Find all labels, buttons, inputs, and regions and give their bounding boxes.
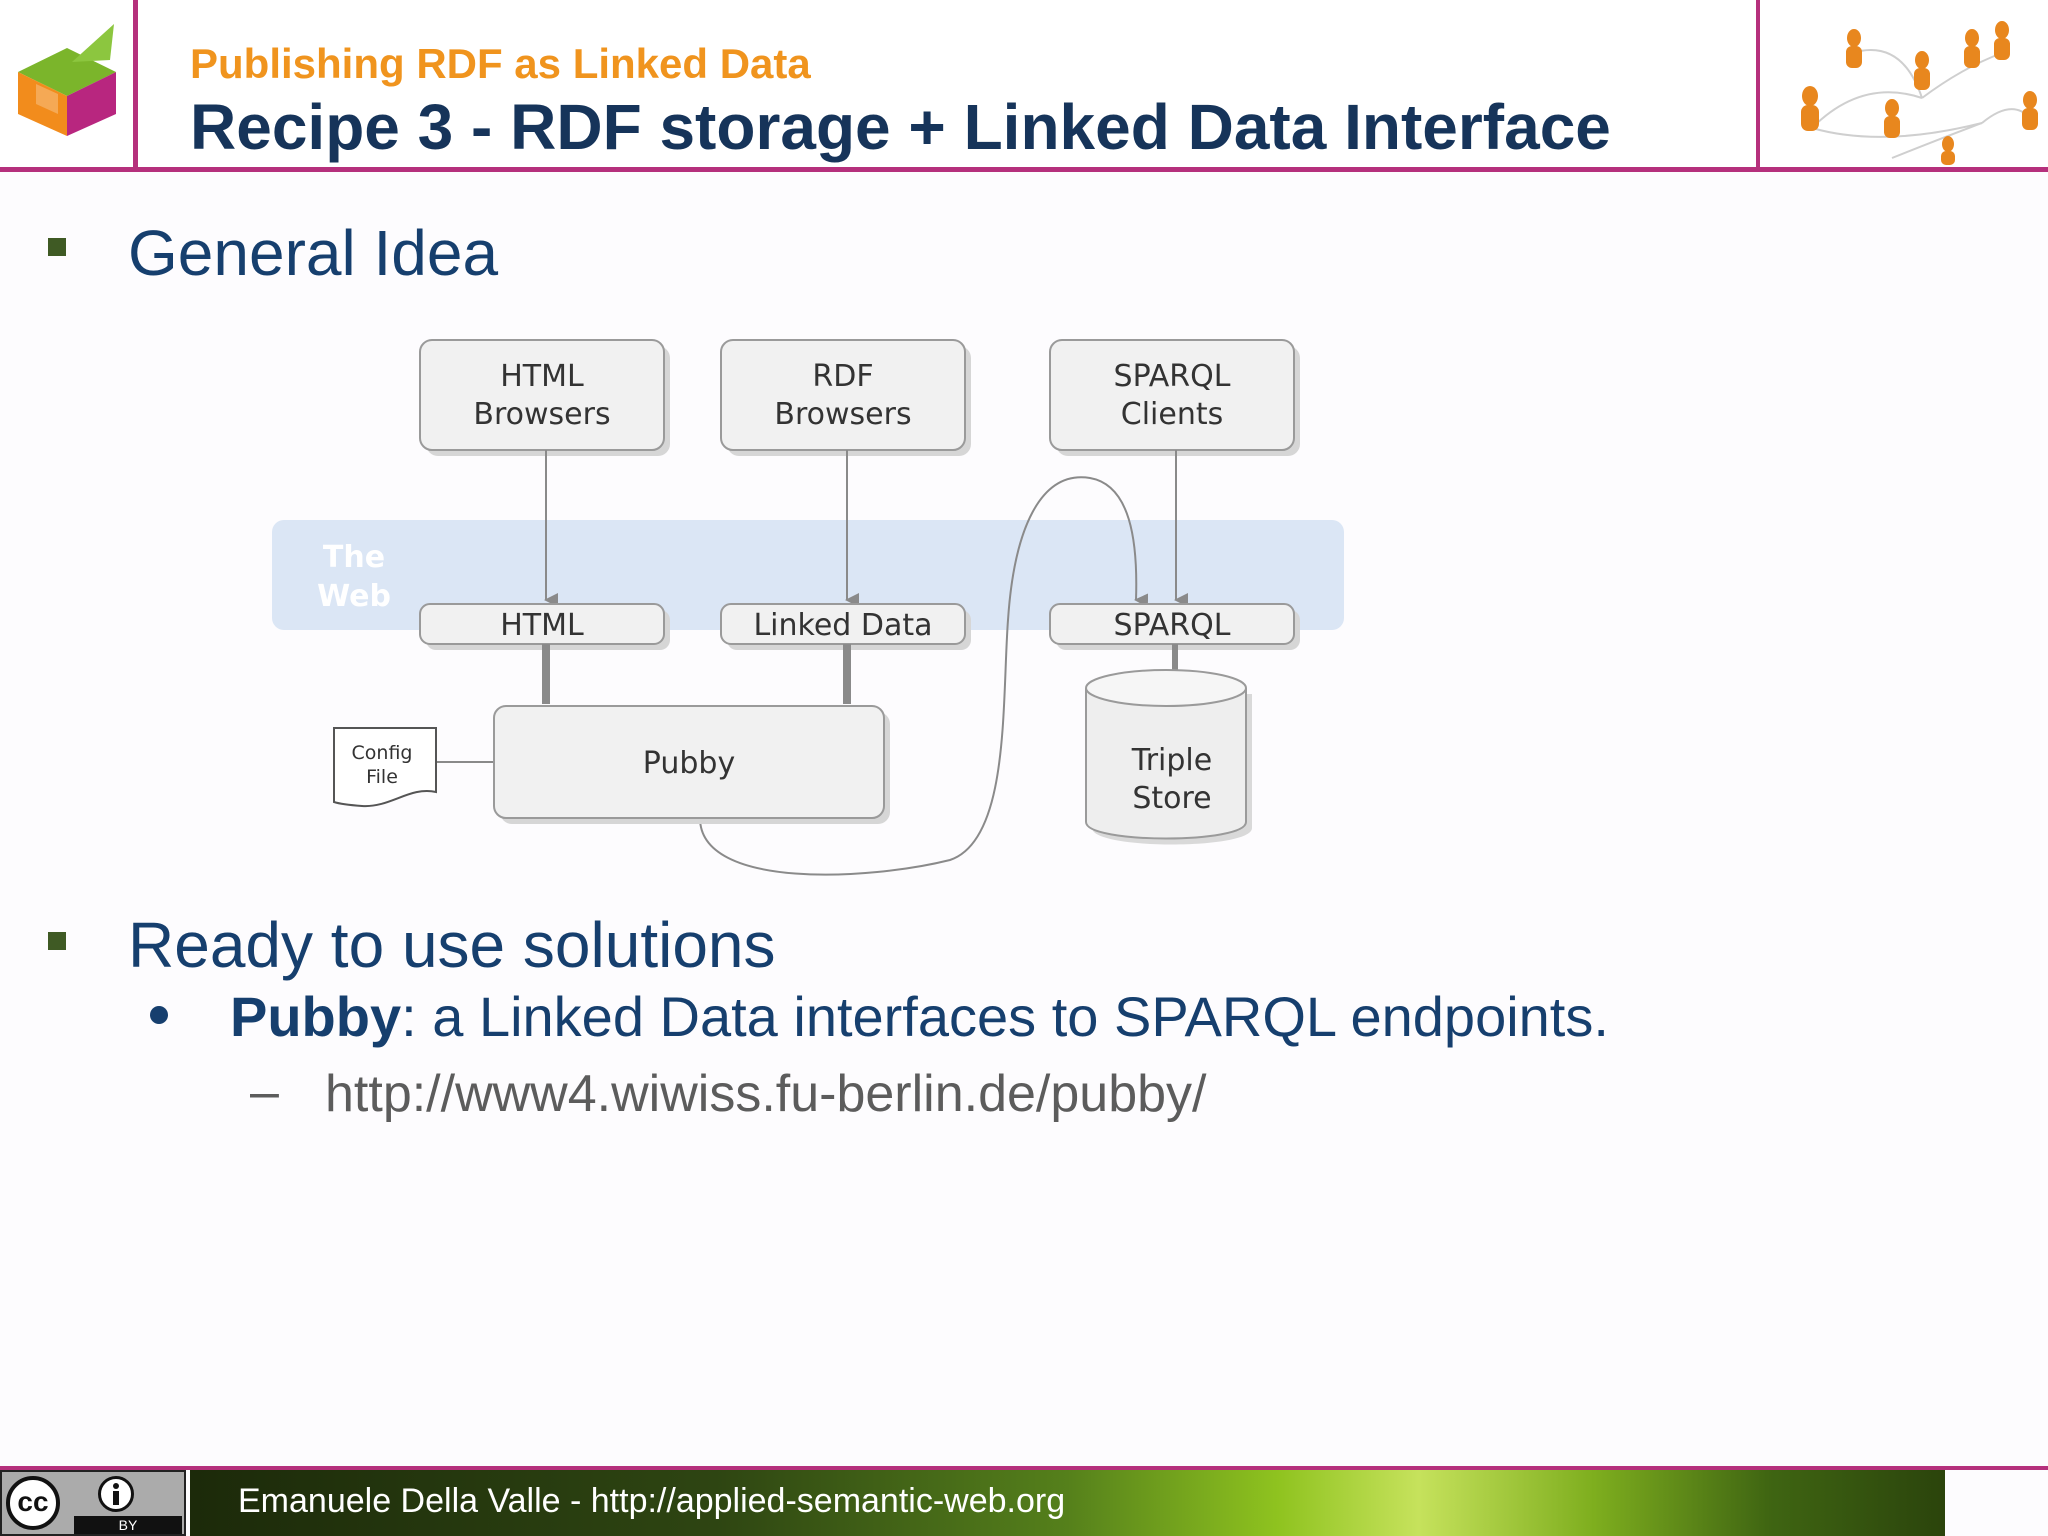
html-browsers-box: HTML Browsers xyxy=(419,339,670,456)
cc-by-license-badge[interactable]: cc BY xyxy=(0,1470,186,1536)
connector-html-pubby xyxy=(542,644,550,704)
html-browsers-line2: Browsers xyxy=(473,397,610,432)
header-left-divider xyxy=(133,0,138,170)
pubby-label: Pubby xyxy=(643,746,735,781)
slide-subtitle: Publishing RDF as Linked Data xyxy=(190,40,811,87)
linked-data-endpoint-label: Linked Data xyxy=(753,608,932,643)
footer-author-link[interactable]: Emanuele Della Valle - http://applied-se… xyxy=(238,1482,1066,1520)
bullet-general-idea: General Idea xyxy=(128,217,499,289)
pubby-url-link[interactable]: http://www4.wiwiss.fu-berlin.de/pubby/ xyxy=(325,1065,1207,1123)
attribution-icon xyxy=(98,1476,134,1512)
config-file-line2: File xyxy=(366,766,398,788)
slide-header xyxy=(0,0,2048,172)
sparql-clients-line2: Clients xyxy=(1121,397,1223,432)
triple-store-line2: Store xyxy=(1132,781,1211,816)
html-browsers-line1: HTML xyxy=(500,359,584,394)
cc-icon: cc xyxy=(6,1476,60,1530)
bullet-marker xyxy=(48,238,66,256)
triple-store-cylinder: Triple Store xyxy=(1085,669,1252,845)
web-label-1: The xyxy=(323,540,385,575)
linked-data-endpoint-box: Linked Data xyxy=(720,603,971,650)
sub-bullet-dot xyxy=(150,1006,168,1024)
header-right-divider xyxy=(1756,0,1760,170)
people-network-icon xyxy=(1801,21,2038,165)
sparql-clients-line1: SPARQL xyxy=(1114,359,1231,394)
pubby-description: Pubby: a Linked Data interfaces to SPARQ… xyxy=(230,984,1609,1049)
cube-logo-icon xyxy=(18,24,116,136)
connector-linkeddata-pubby xyxy=(843,644,851,704)
bullet-marker xyxy=(48,932,66,950)
config-file-icon: Config File xyxy=(333,727,437,808)
pubby-to-sparql-curve xyxy=(699,476,1149,876)
pubby-box: Pubby xyxy=(493,705,890,824)
rdf-browsers-line2: Browsers xyxy=(774,397,911,432)
pubby-name: Pubby xyxy=(230,985,402,1048)
footer-band xyxy=(190,1470,1945,1536)
triple-store-line1: Triple xyxy=(1131,743,1212,778)
pubby-desc-text: : a Linked Data interfaces to SPARQL end… xyxy=(401,985,1609,1048)
web-band xyxy=(272,520,1344,630)
sparql-clients-box: SPARQL Clients xyxy=(1049,339,1300,456)
pubby-architecture-diagram: The Web HTML Browsers RDF Browsers SPARQ… xyxy=(272,339,1344,876)
html-endpoint-box: HTML xyxy=(419,603,670,650)
sparql-endpoint-label: SPARQL xyxy=(1114,608,1231,643)
bullet-ready-solutions: Ready to use solutions xyxy=(128,909,776,981)
by-label: BY xyxy=(74,1516,182,1534)
rdf-browsers-box: RDF Browsers xyxy=(720,339,971,456)
web-label-2: Web xyxy=(317,579,391,614)
config-file-line1: Config xyxy=(352,742,413,764)
footer-divider xyxy=(0,1466,2048,1470)
dash-marker: – xyxy=(250,1063,279,1121)
html-endpoint-label: HTML xyxy=(500,608,584,643)
connector-sparql-store xyxy=(1172,644,1178,684)
slide-title: Recipe 3 - RDF storage + Linked Data Int… xyxy=(190,91,1611,163)
header-divider xyxy=(0,167,2048,172)
rdf-browsers-line1: RDF xyxy=(812,359,873,394)
sparql-endpoint-box: SPARQL xyxy=(1049,603,1300,650)
